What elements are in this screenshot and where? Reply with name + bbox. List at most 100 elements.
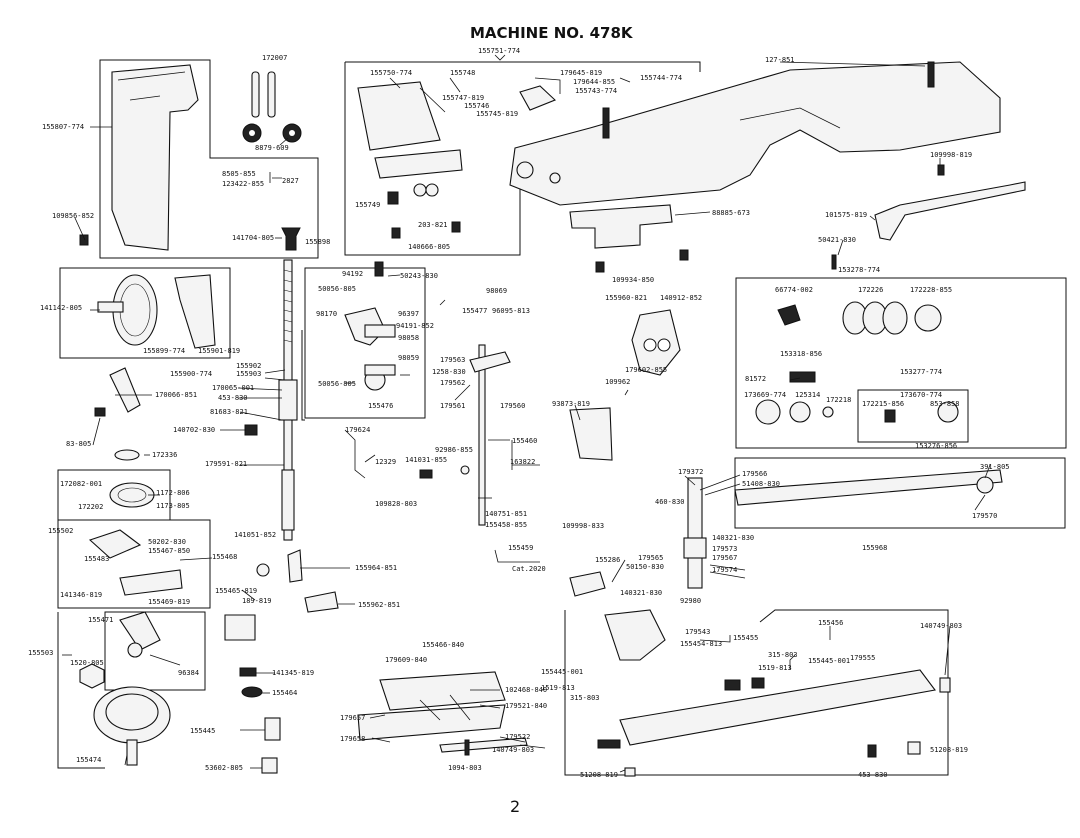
part-label: 1172-806 bbox=[156, 489, 190, 497]
part-label: 141031-855 bbox=[405, 456, 447, 464]
part-label: 155903 bbox=[236, 370, 261, 378]
part-label: 179567 bbox=[712, 554, 737, 562]
part-label: 179645-819 bbox=[560, 69, 602, 77]
part-label: 155445-001 bbox=[808, 657, 850, 665]
part-label: 1519-813 bbox=[758, 664, 792, 672]
part-label: 172215-856 bbox=[862, 400, 904, 408]
part-label: 173670-774 bbox=[900, 391, 942, 399]
part-label: 155749 bbox=[355, 201, 380, 209]
part-label: 155467-850 bbox=[148, 547, 190, 555]
part-label: 172007 bbox=[262, 54, 287, 62]
part-label: 81683-821 bbox=[210, 408, 248, 416]
part-labels: 155751-774 172007 155807-774 8879-609 85… bbox=[28, 47, 1010, 779]
part-label: 141704-805 bbox=[232, 234, 274, 242]
part-label: 1520-805 bbox=[70, 659, 104, 667]
part-label: 172228-855 bbox=[910, 286, 952, 294]
part-label: 98069 bbox=[486, 287, 507, 295]
part-label: 179609-840 bbox=[385, 656, 427, 664]
part-label: 155471 bbox=[88, 616, 113, 624]
part-label: 153276-856 bbox=[915, 442, 957, 450]
part-label: 155902 bbox=[236, 362, 261, 370]
part-label: 93873-819 bbox=[552, 400, 590, 408]
part-label: 8879-609 bbox=[255, 144, 289, 152]
part-label: 102468-840 bbox=[505, 686, 547, 694]
part-label: 50421-830 bbox=[818, 236, 856, 244]
part-label: 141346-819 bbox=[60, 591, 102, 599]
part-label: 50243-830 bbox=[400, 272, 438, 280]
part-label: 155962-851 bbox=[358, 601, 400, 609]
part-label: 173669-774 bbox=[744, 391, 786, 399]
part-label: 153278-774 bbox=[838, 266, 880, 274]
part-label: 140749-803 bbox=[492, 746, 534, 754]
part-label: 155286 bbox=[595, 556, 620, 564]
part-label: 155807-774 bbox=[42, 123, 84, 131]
part-label: 1258-830 bbox=[432, 368, 466, 376]
part-label: 170066-851 bbox=[155, 391, 197, 399]
part-label: 94192 bbox=[342, 270, 363, 278]
part-label: 125314 bbox=[795, 391, 820, 399]
part-label: 155745-819 bbox=[476, 110, 518, 118]
part-label: 123422-855 bbox=[222, 180, 264, 188]
part-label: 140912-852 bbox=[660, 294, 702, 302]
part-label: 155458-855 bbox=[485, 521, 527, 529]
part-label: 155744-774 bbox=[640, 74, 682, 82]
part-label: 1519-813 bbox=[541, 684, 575, 692]
part-label: 155469-819 bbox=[148, 598, 190, 606]
part-label: 172082-001 bbox=[60, 480, 102, 488]
part-label: 179560 bbox=[500, 402, 525, 410]
part-label: 155456 bbox=[818, 619, 843, 627]
part-label: 50056-805 bbox=[318, 380, 356, 388]
part-label: Cat.2020 bbox=[512, 565, 546, 573]
part-label: 101575-819 bbox=[825, 211, 867, 219]
part-label: 155899-774 bbox=[143, 347, 185, 355]
part-label: 453-830 bbox=[858, 771, 888, 779]
part-label: 140749-803 bbox=[920, 622, 962, 630]
part-label: 98170 bbox=[316, 310, 337, 318]
part-label: 81572 bbox=[745, 375, 766, 383]
part-label: 51208-819 bbox=[930, 746, 968, 754]
part-label: 155483 bbox=[84, 555, 109, 563]
part-label: 460-830 bbox=[655, 498, 685, 506]
part-label: 155474 bbox=[76, 756, 101, 764]
part-label: 155748 bbox=[450, 69, 475, 77]
part-label: 179566 bbox=[742, 470, 767, 478]
part-label: 94191-852 bbox=[396, 322, 434, 330]
part-label: 141051-852 bbox=[234, 531, 276, 539]
part-label: 155454-813 bbox=[680, 640, 722, 648]
part-label: 189-819 bbox=[242, 597, 272, 605]
part-label: 853-858 bbox=[930, 400, 960, 408]
part-label: 155898 bbox=[305, 238, 330, 246]
part-label: 170065-001 bbox=[212, 384, 254, 392]
part-label: 155901-819 bbox=[198, 347, 240, 355]
part-label: 155465-819 bbox=[215, 587, 257, 595]
part-label: 83-805 bbox=[66, 440, 91, 448]
part-label: 155747-819 bbox=[442, 94, 484, 102]
part-label: 96397 bbox=[398, 310, 419, 318]
part-label: 155459 bbox=[508, 544, 533, 552]
part-label: 155746 bbox=[464, 102, 489, 110]
part-label: 179624 bbox=[345, 426, 370, 434]
part-label: 179602-855 bbox=[625, 366, 667, 374]
part-label: 179561 bbox=[440, 402, 465, 410]
part-label: 109828-803 bbox=[375, 500, 417, 508]
part-drawings bbox=[79, 61, 1026, 777]
part-label: 155968 bbox=[862, 544, 887, 552]
part-label: 12329 bbox=[375, 458, 396, 466]
part-label: 50202-830 bbox=[148, 538, 186, 546]
part-label: 155964-851 bbox=[355, 564, 397, 572]
part-label: 140321-830 bbox=[712, 534, 754, 542]
part-label: 92980 bbox=[680, 597, 701, 605]
part-label: 172218 bbox=[826, 396, 851, 404]
part-label: 155455 bbox=[733, 634, 758, 642]
part-label: 155750-774 bbox=[370, 69, 412, 77]
part-label: 155445 bbox=[190, 727, 215, 735]
part-label: 155476 bbox=[368, 402, 393, 410]
part-label: 51208-819 bbox=[580, 771, 618, 779]
part-label: 155477 bbox=[462, 307, 487, 315]
part-label: 163822 bbox=[510, 458, 535, 466]
part-label: 98058 bbox=[398, 334, 419, 342]
part-label: 109998-819 bbox=[930, 151, 972, 159]
part-label: 109962 bbox=[605, 378, 630, 386]
